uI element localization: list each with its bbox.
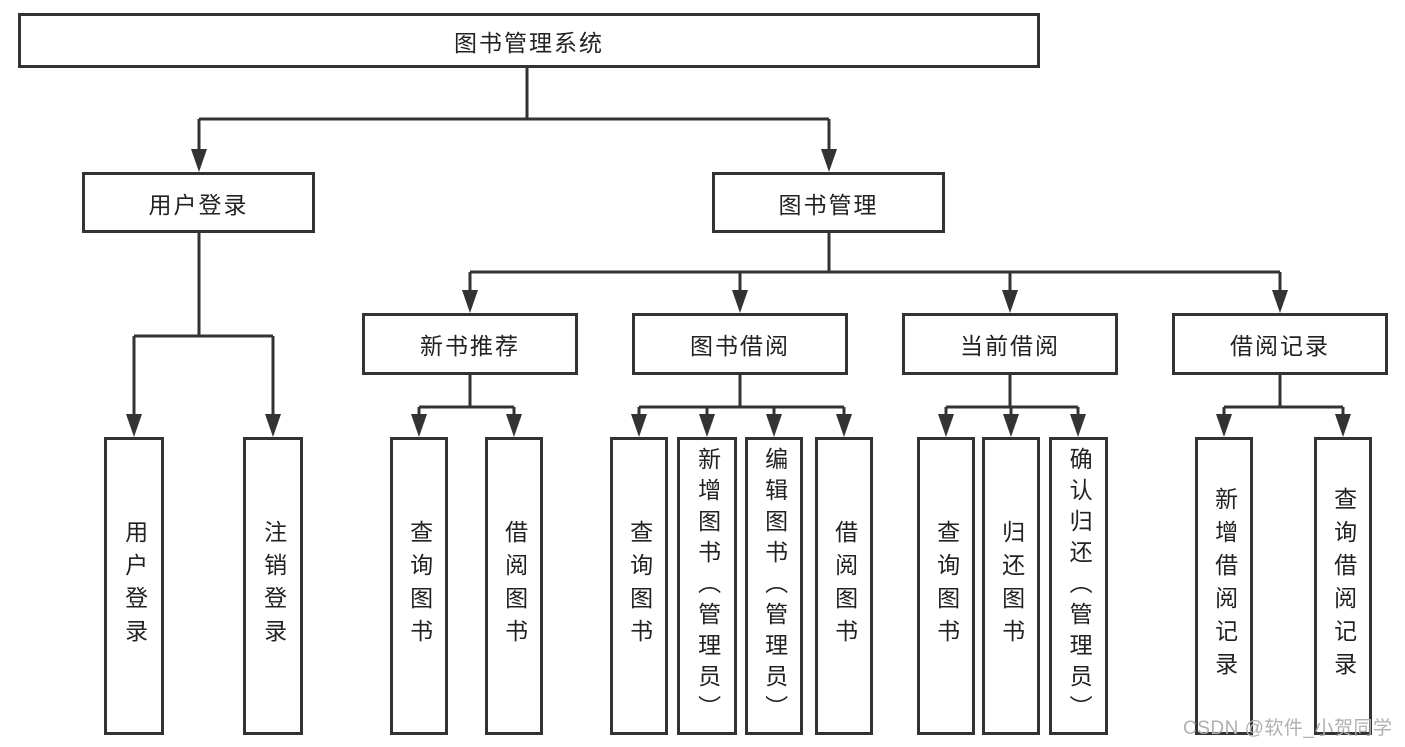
node-book-borrow: 图书借阅 <box>632 313 848 375</box>
node-label: 确认归还（管理员） <box>1066 446 1093 726</box>
node-label: 图书借阅 <box>690 333 790 359</box>
node-label: 用户登录 <box>121 520 148 652</box>
arrowheads-borrow-records <box>1216 414 1351 437</box>
connector-user-login <box>132 233 275 416</box>
node-label: 编辑图书（管理员） <box>761 446 788 726</box>
leaf-borrow-books: 借阅图书 <box>815 437 873 735</box>
leaf-confirm-return-admin: 确认归还（管理员） <box>1049 437 1108 735</box>
node-label: 归还图书 <box>998 520 1025 652</box>
leaf-edit-books-admin: 编辑图书（管理员） <box>745 437 803 735</box>
connector-book-management <box>468 233 1282 295</box>
connector-new-book-recommend <box>417 375 516 417</box>
connector-root <box>197 68 831 152</box>
node-label: 查询图书 <box>933 520 960 652</box>
node-label: 借阅图书 <box>501 520 528 652</box>
leaf-add-books-admin: 新增图书（管理员） <box>677 437 737 735</box>
arrowheads-user-login <box>126 414 281 437</box>
leaf-add-borrow-record: 新增借阅记录 <box>1195 437 1253 735</box>
node-label: 查询图书 <box>406 520 433 652</box>
node-book-management: 图书管理 <box>712 172 945 233</box>
arrowheads-new-book-recommend <box>411 414 522 437</box>
node-label: 图书管理系统 <box>454 29 604 56</box>
node-label: 新增图书（管理员） <box>694 446 721 726</box>
node-new-book-recommend: 新书推荐 <box>362 313 578 375</box>
arrowheads-book-management <box>462 290 1288 313</box>
connector-borrow-records <box>1222 375 1345 417</box>
leaf-borrow-books-recommend: 借阅图书 <box>485 437 543 735</box>
node-label: 用户登录 <box>148 191 249 218</box>
node-borrow-records: 借阅记录 <box>1172 313 1388 375</box>
node-label: 注销登录 <box>260 520 287 652</box>
node-label: 借阅图书 <box>831 520 858 652</box>
leaf-query-books-recommend: 查询图书 <box>390 437 448 735</box>
arrowheads-book-borrow <box>631 414 852 437</box>
leaf-logout: 注销登录 <box>243 437 303 735</box>
arrowheads-current-borrow <box>938 414 1086 437</box>
node-user-login: 用户登录 <box>82 172 315 233</box>
node-label: 图书管理 <box>778 191 879 218</box>
leaf-query-books-current: 查询图书 <box>917 437 975 735</box>
leaf-return-books: 归还图书 <box>982 437 1040 735</box>
leaf-user-login: 用户登录 <box>104 437 164 735</box>
node-current-borrow: 当前借阅 <box>902 313 1118 375</box>
connector-book-borrow <box>637 375 846 417</box>
node-label: 当前借阅 <box>960 333 1060 359</box>
node-label: 查询借阅记录 <box>1330 487 1357 685</box>
connector-current-borrow <box>944 375 1080 417</box>
arrowheads-root <box>191 149 837 172</box>
node-root-system: 图书管理系统 <box>18 13 1040 68</box>
csdn-watermark: CSDN @软件_小贺同学 <box>1183 718 1393 739</box>
node-label: 借阅记录 <box>1230 333 1330 359</box>
leaf-query-borrow-record: 查询借阅记录 <box>1314 437 1372 735</box>
node-label: 新增借阅记录 <box>1211 487 1238 685</box>
node-label: 新书推荐 <box>420 333 520 359</box>
node-label: 查询图书 <box>626 520 653 652</box>
leaf-query-books-borrow: 查询图书 <box>610 437 668 735</box>
